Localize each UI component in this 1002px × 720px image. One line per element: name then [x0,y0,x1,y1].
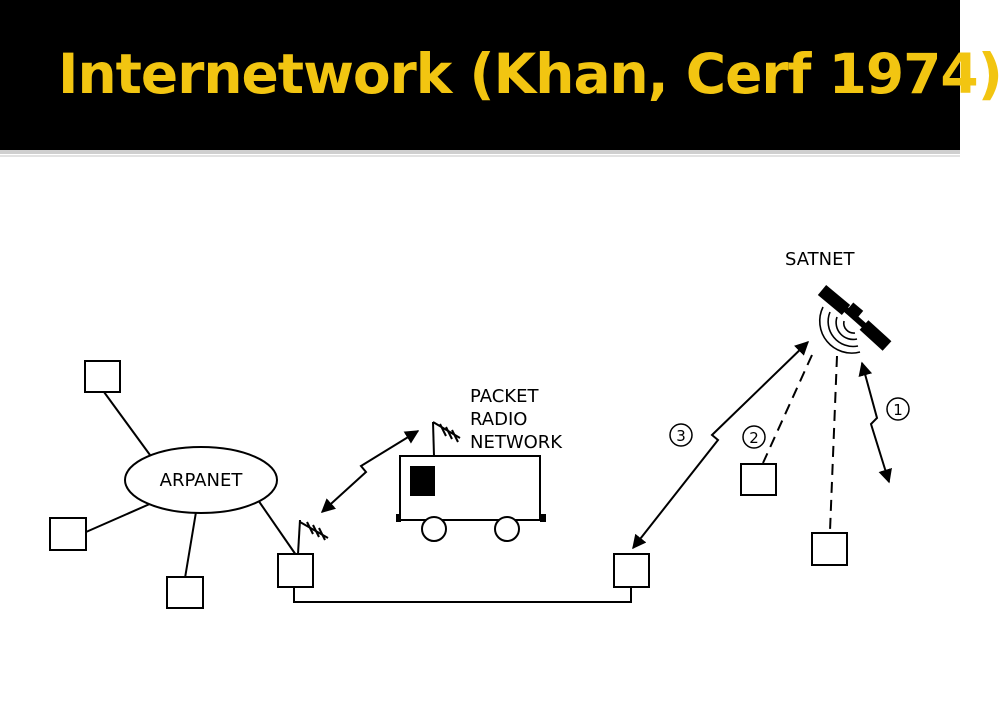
packet-radio-truck [396,455,546,542]
packet-radio-label-2: RADIO [470,409,527,430]
path-marker-2: 2 [742,425,766,449]
truck-wheel-rear [421,516,447,542]
truck-bumper-rear [396,514,401,522]
satnet-label: SATNET [785,249,856,270]
arpanet-host-bottom [166,576,204,609]
path-3-number: 3 [676,427,686,445]
gateway-antenna-icon [297,519,329,555]
truck-wheel-front [494,516,520,542]
gateway-link [277,553,650,603]
path-3-arrow [632,341,810,550]
arpanet-cloud [124,446,278,514]
packet-radio-label-3: NETWORK [470,432,563,453]
title-divider [0,150,960,154]
arpanet-link-gateway [257,499,297,556]
arpanet-label: ARPANET [160,470,244,491]
path-1-arrow [858,361,892,484]
title-divider-secondary [0,155,960,157]
path-1-number: 1 [893,401,903,419]
path-2-dashed-link [762,354,813,464]
arpanet-host-left [49,517,87,551]
truck-window [410,466,435,496]
gateway-right-box [613,553,650,588]
slide-title: Internetwork (Khan, Cerf 1974) [58,42,1002,106]
packet-radio-label-1: PACKET [470,386,539,407]
internetwork-diagram: ARPANET PACKET RADIO NETWORK [49,249,910,609]
gateway-left-box [277,553,314,588]
arpanet-link-bottom [184,511,197,579]
truck-bumper-front [540,514,546,522]
satnet-host-upper [740,463,777,496]
arpanet-host-top [84,360,121,393]
satnet-links [740,354,848,566]
satnet-host-lower [811,532,848,566]
truck-antenna-icon [432,421,461,457]
radio-link-arrow [320,430,420,513]
arpanet-link-top [103,391,151,456]
path-marker-3: 3 [669,423,693,447]
arpanet-link-left [85,502,153,533]
path-2-number: 2 [749,429,759,447]
title-bar: Internetwork (Khan, Cerf 1974) [0,0,1002,150]
path-marker-1: 1 [886,397,910,421]
satellite-icon [817,285,892,354]
arpanet-cluster [49,360,297,609]
sat-ground-dashed-link [829,355,838,532]
